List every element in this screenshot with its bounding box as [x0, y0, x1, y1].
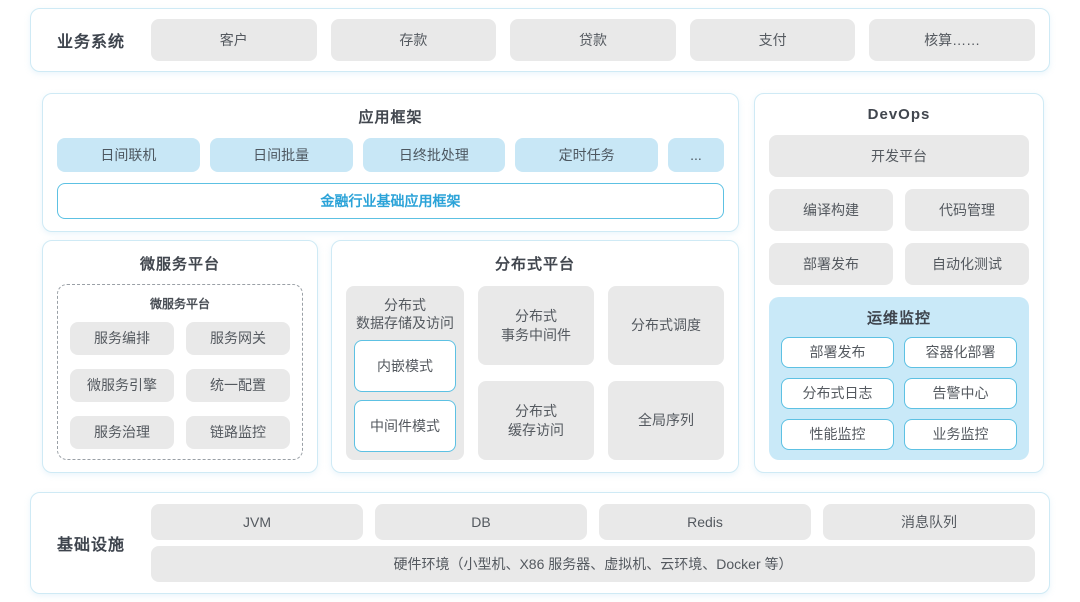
- af-item-more: ...: [668, 138, 724, 172]
- distributed-storage-box: 分布式 数据存储及访问 内嵌模式 中间件模式: [346, 286, 464, 460]
- distributed-transaction-middleware: 分布式 事务中间件: [478, 286, 594, 365]
- microservice-inner-panel: 微服务平台 服务编排 服务网关 微服务引擎 统一配置 服务治理 链路监控: [57, 284, 303, 460]
- microservice-inner-title: 微服务平台: [149, 297, 210, 311]
- af-item-daytime-batch: 日间批量: [209, 138, 353, 172]
- app-framework-title: 应用框架: [358, 109, 423, 126]
- distributed-title: 分布式平台: [494, 256, 575, 273]
- devops-deploy-release: 部署发布: [769, 243, 893, 285]
- infra-item-message-queue: 消息队列: [823, 504, 1035, 540]
- monitor-performance: 性能监控: [781, 419, 894, 450]
- business-systems-items: 客户 存款 贷款 支付 核算……: [151, 19, 1035, 61]
- distributed-panel: 分布式平台 分布式 数据存储及访问 内嵌模式 中间件模式 分布式 事务中间件 分…: [331, 240, 739, 473]
- business-item-accounting: 核算……: [869, 19, 1035, 61]
- distributed-scheduling: 分布式调度: [608, 286, 724, 365]
- micro-item-config: 统一配置: [186, 369, 290, 402]
- storage-mode-embedded: 内嵌模式: [354, 340, 456, 393]
- storage-mode-middleware: 中间件模式: [354, 400, 456, 452]
- infrastructure-items: JVM DB Redis 消息队列 硬件环境（小型机、X86 服务器、虚拟机、云…: [151, 504, 1035, 582]
- distributed-items: 分布式 数据存储及访问 内嵌模式 中间件模式 分布式 事务中间件 分布式调度 分…: [346, 286, 724, 460]
- infrastructure-row: JVM DB Redis 消息队列: [151, 504, 1035, 540]
- devops-build: 编译构建: [769, 189, 893, 231]
- af-base-framework: 金融行业基础应用框架: [57, 183, 724, 219]
- monitor-business: 业务监控: [904, 419, 1017, 450]
- devops-automated-testing: 自动化测试: [905, 243, 1029, 285]
- business-systems-layer: 业务系统 客户 存款 贷款 支付 核算……: [30, 8, 1050, 72]
- micro-item-governance: 服务治理: [70, 416, 174, 449]
- devops-items: 编译构建 代码管理 部署发布 自动化测试: [769, 189, 1029, 285]
- microservice-panel: 微服务平台 微服务平台 服务编排 服务网关 微服务引擎 统一配置 服务治理 链路…: [42, 240, 318, 473]
- devops-title: DevOps: [867, 106, 931, 123]
- micro-item-gateway: 服务网关: [186, 322, 290, 355]
- middle-area: 应用框架 日间联机 日间批量 日终批处理 定时任务 ... 金融行业基础应用框架…: [42, 93, 1044, 473]
- monitor-deploy-release: 部署发布: [781, 337, 894, 368]
- business-item-customer: 客户: [151, 19, 317, 61]
- business-systems-label: 业务系统: [56, 34, 125, 51]
- af-item-daytime-online: 日间联机: [57, 138, 200, 172]
- business-item-loan: 贷款: [510, 19, 676, 61]
- af-item-eod-batch: 日终批处理: [362, 138, 506, 172]
- monitor-containerized-deploy: 容器化部署: [904, 337, 1017, 368]
- monitor-alert-center: 告警中心: [904, 378, 1017, 409]
- micro-item-orchestration: 服务编排: [70, 322, 174, 355]
- infra-item-jvm: JVM: [151, 504, 363, 540]
- infra-item-db: DB: [375, 504, 587, 540]
- distributed-cache-access: 分布式 缓存访问: [478, 381, 594, 460]
- left-column: 应用框架 日间联机 日间批量 日终批处理 定时任务 ... 金融行业基础应用框架…: [42, 93, 739, 473]
- af-item-scheduled-task: 定时任务: [515, 138, 658, 172]
- infrastructure-label: 基础设施: [56, 537, 125, 554]
- microservice-items: 服务编排 服务网关 微服务引擎 统一配置 服务治理 链路监控: [70, 322, 290, 449]
- bottom-left-row: 微服务平台 微服务平台 服务编排 服务网关 微服务引擎 统一配置 服务治理 链路…: [42, 240, 739, 473]
- app-framework-items: 日间联机 日间批量 日终批处理 定时任务 ...: [57, 138, 724, 172]
- ops-monitoring-title: 运维监控: [866, 310, 931, 327]
- microservice-title: 微服务平台: [139, 256, 220, 273]
- spacer: [30, 473, 1050, 492]
- devops-code-management: 代码管理: [905, 189, 1029, 231]
- hardware-environment: 硬件环境（小型机、X86 服务器、虚拟机、云环境、Docker 等）: [151, 546, 1035, 582]
- monitor-distributed-logs: 分布式日志: [781, 378, 894, 409]
- distributed-storage-label: 分布式 数据存储及访问: [356, 297, 454, 332]
- ops-monitoring-items: 部署发布 容器化部署 分布式日志 告警中心 性能监控 业务监控: [781, 337, 1017, 450]
- devops-dev-platform: 开发平台: [769, 135, 1029, 177]
- infra-item-redis: Redis: [599, 504, 811, 540]
- global-sequence: 全局序列: [608, 381, 724, 460]
- app-framework-panel: 应用框架 日间联机 日间批量 日终批处理 定时任务 ... 金融行业基础应用框架: [42, 93, 739, 232]
- spacer: [30, 72, 1050, 93]
- infrastructure-layer: 基础设施 JVM DB Redis 消息队列 硬件环境（小型机、X86 服务器、…: [30, 492, 1050, 594]
- micro-item-engine: 微服务引擎: [70, 369, 174, 402]
- ops-monitoring-panel: 运维监控 部署发布 容器化部署 分布式日志 告警中心 性能监控 业务监控: [769, 297, 1029, 460]
- business-item-deposit: 存款: [330, 19, 497, 61]
- micro-item-tracing: 链路监控: [186, 416, 290, 449]
- business-item-payment: 支付: [689, 19, 856, 61]
- devops-panel: DevOps 开发平台 编译构建 代码管理 部署发布 自动化测试 运维监控 部署…: [754, 93, 1044, 473]
